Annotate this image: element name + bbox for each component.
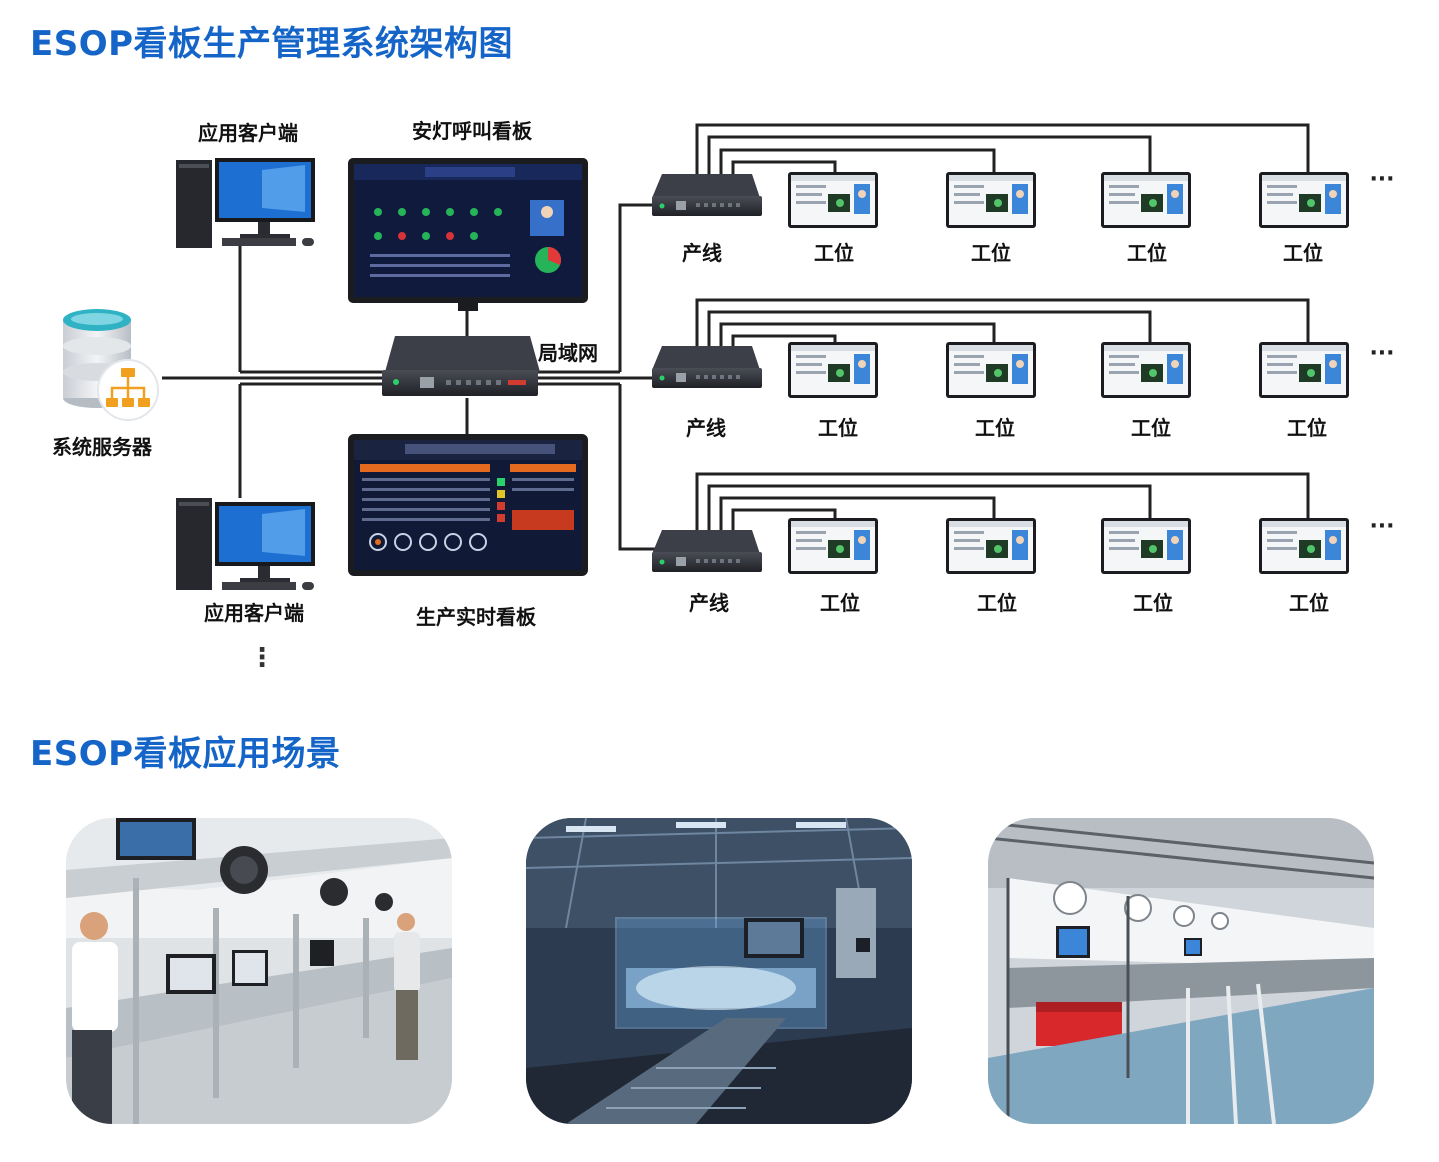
scene-automated-production-line — [526, 818, 912, 1124]
server-label: 系统服务器 — [52, 435, 153, 459]
architecture-diagram: 系统服务器 应用客户端 应用客户端 ⋮ — [52, 119, 1395, 673]
station-screen-1-2 — [946, 172, 1036, 228]
station-label-3-4: 工位 — [1289, 591, 1329, 615]
client-top-label: 应用客户端 — [198, 121, 298, 145]
production-lines: 产线工位工位工位工位···产线工位工位工位工位···产线工位工位工位工位··· — [652, 167, 1395, 615]
station-screen-2-4 — [1259, 342, 1349, 398]
line-label-3: 产线 — [689, 591, 729, 615]
station-label-2-3: 工位 — [1131, 416, 1171, 440]
more-stations-ellipsis-1: ··· — [1369, 167, 1394, 192]
station-label-2-2: 工位 — [975, 416, 1015, 440]
scene-assembly-line-workers — [66, 818, 452, 1124]
architecture-title: ESOP看板生产管理系统架构图 — [30, 24, 514, 64]
station-label-2-1: 工位 — [818, 416, 858, 440]
realtime-board-label: 生产实时看板 — [416, 605, 537, 629]
station-label-1-3: 工位 — [1127, 241, 1167, 265]
realtime-board-screen — [348, 434, 588, 576]
andon-board-label: 安灯呼叫看板 — [412, 119, 533, 143]
station-label-1-4: 工位 — [1283, 241, 1323, 265]
central-switch-icon — [382, 336, 540, 396]
station-label-3-2: 工位 — [977, 591, 1017, 615]
station-screen-2-2 — [946, 342, 1036, 398]
station-screen-1-3 — [1101, 172, 1191, 228]
line-label-2: 产线 — [686, 416, 726, 440]
station-label-2-4: 工位 — [1287, 416, 1327, 440]
andon-board-screen — [348, 158, 588, 311]
more-clients-ellipsis: ⋮ — [249, 643, 275, 673]
station-label-3-1: 工位 — [820, 591, 860, 615]
station-screen-3-1 — [788, 518, 878, 574]
line-switch-icon-3 — [652, 530, 762, 572]
more-stations-ellipsis-2: ··· — [1369, 341, 1394, 366]
line-switch-icon-1 — [652, 174, 762, 216]
lan-label: 局域网 — [537, 341, 598, 365]
scenarios-title: ESOP看板应用场景 — [30, 734, 341, 774]
station-label-1-1: 工位 — [814, 241, 854, 265]
connection-lines — [162, 123, 1310, 551]
station-screen-3-4 — [1259, 518, 1349, 574]
line-label-1: 产线 — [682, 241, 722, 265]
station-screen-1-1 — [788, 172, 878, 228]
station-label-3-3: 工位 — [1133, 591, 1173, 615]
scene-station-workbench-line — [988, 818, 1374, 1124]
more-stations-ellipsis-3: ··· — [1369, 514, 1394, 539]
station-screen-3-3 — [1101, 518, 1191, 574]
client-pc-top-icon — [176, 158, 315, 248]
client-pc-bottom-icon — [176, 498, 315, 590]
station-screen-2-3 — [1101, 342, 1191, 398]
station-screen-1-4 — [1259, 172, 1349, 228]
server-icon — [63, 309, 159, 421]
client-bottom-label: 应用客户端 — [204, 601, 304, 625]
station-screen-2-1 — [788, 342, 878, 398]
line-switch-icon-2 — [652, 346, 762, 388]
station-label-1-2: 工位 — [971, 241, 1011, 265]
station-screen-3-2 — [946, 518, 1036, 574]
